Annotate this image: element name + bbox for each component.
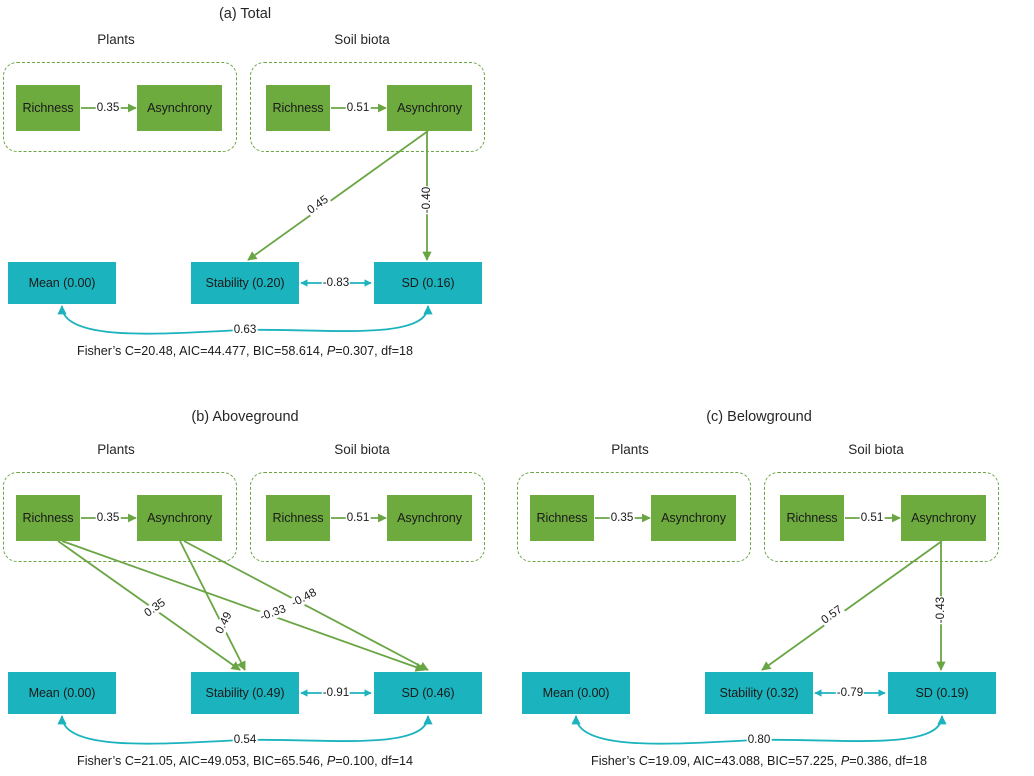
panel-b-plants-group: [3, 472, 237, 562]
panel-c-soil-richness[interactable]: Richness: [780, 495, 844, 541]
panel-c-fit-caption: Fisher’s C=19.09, AIC=43.088, BIC=57.225…: [591, 754, 927, 768]
panel-b-fit-caption: Fisher’s C=21.05, AIC=49.053, BIC=65.546…: [77, 754, 413, 768]
panel-c-edge-label-stability-sd: -0.79: [835, 686, 865, 700]
panel-c-edge-label-asyn-sd: -0.43: [934, 595, 948, 625]
panel-a-title: (a) Total: [218, 6, 272, 22]
panel-a-soil-asynchrony[interactable]: Asynchrony: [387, 85, 472, 131]
panel-c-fit-pre: Fisher’s C=19.09, AIC=43.088, BIC=57.225…: [591, 754, 841, 768]
panel-b-edge-label-asyn-stability: 0.49: [212, 609, 235, 637]
panel-c-edge-label-mean-sd: 0.80: [746, 733, 772, 747]
panel-c-title: (c) Belowground: [706, 409, 812, 425]
panel-b-soil-group: [250, 472, 485, 562]
panel-a-stability[interactable]: Stability (0.20): [191, 262, 299, 304]
panel-a-sd[interactable]: SD (0.16): [374, 262, 482, 304]
panel-b-mean[interactable]: Mean (0.00): [8, 672, 116, 714]
panel-a-edge-label-asyn-sd: -0.40: [420, 185, 434, 215]
panel-b-fit-post: =0.100, df=14: [335, 754, 413, 768]
panel-b-soil-asynchrony[interactable]: Asynchrony: [387, 495, 472, 541]
panel-b-plants-richness[interactable]: Richness: [16, 495, 80, 541]
panel-c-sd[interactable]: SD (0.19): [888, 672, 996, 714]
panel-c-fit-post: =0.386, df=18: [849, 754, 927, 768]
panel-b-edge-label-rich-sd: -0.33: [257, 602, 289, 624]
panel-c-edge-label-plants: 0.35: [609, 511, 635, 525]
panel-c-edge-label-asyn-stability: 0.57: [818, 602, 846, 627]
panel-b-stability[interactable]: Stability (0.49): [191, 672, 299, 714]
panel-b-edge-label-asyn-sd: -0.48: [288, 585, 320, 610]
panel-a-edge-label-asyn-stability: 0.45: [304, 192, 332, 217]
panel-b-soil-label: Soil biota: [334, 442, 390, 457]
panel-c-soil-asynchrony[interactable]: Asynchrony: [901, 495, 986, 541]
panel-c-soil-label: Soil biota: [848, 442, 904, 457]
panel-a-plants-asynchrony[interactable]: Asynchrony: [137, 85, 222, 131]
panel-b-edge-label-plants: 0.35: [95, 511, 121, 525]
panel-c-mean[interactable]: Mean (0.00): [522, 672, 630, 714]
panel-b-fit-p-symbol: P: [326, 754, 336, 768]
panel-c-plants-asynchrony[interactable]: Asynchrony: [651, 495, 736, 541]
panel-b-edge-label-stability-sd: -0.91: [321, 686, 351, 700]
panel-b-plants-asynchrony[interactable]: Asynchrony: [137, 495, 222, 541]
panel-c-plants-label: Plants: [611, 442, 649, 457]
panel-a-edge-label-plants: 0.35: [95, 101, 121, 115]
panel-a-edge-label-mean-sd: 0.63: [232, 323, 258, 337]
panel-b-edge-label-rich-stability: 0.35: [141, 595, 169, 620]
panel-a-plants-label: Plants: [97, 32, 135, 47]
panel-a-soil-richness[interactable]: Richness: [266, 85, 330, 131]
panel-a-plants-richness[interactable]: Richness: [16, 85, 80, 131]
panel-c-plants-richness[interactable]: Richness: [530, 495, 594, 541]
panel-b-soil-richness[interactable]: Richness: [266, 495, 330, 541]
panel-a-fit-p-symbol: P: [326, 344, 336, 358]
panel-c-soil-group: [764, 472, 999, 562]
panel-a-soil-label: Soil biota: [334, 32, 390, 47]
panel-c-fit-p-symbol: P: [840, 754, 850, 768]
panel-c-plants-group: [517, 472, 751, 562]
panel-c-stability[interactable]: Stability (0.32): [705, 672, 813, 714]
panel-c-edge-label-soil: 0.51: [859, 511, 885, 525]
panel-a-edge-label-stability-sd: -0.83: [321, 276, 351, 290]
panel-a-edge-label-soil: 0.51: [345, 101, 371, 115]
panel-a-fit-caption: Fisher’s C=20.48, AIC=44.477, BIC=58.614…: [77, 344, 413, 358]
panel-b-fit-pre: Fisher’s C=21.05, AIC=49.053, BIC=65.546…: [77, 754, 327, 768]
panel-a-fit-post: =0.307, df=18: [335, 344, 413, 358]
panel-b-edge-label-soil: 0.51: [345, 511, 371, 525]
panel-b-edge-label-mean-sd: 0.54: [232, 733, 258, 747]
panel-b-plants-label: Plants: [97, 442, 135, 457]
panel-a-fit-pre: Fisher’s C=20.48, AIC=44.477, BIC=58.614…: [77, 344, 327, 358]
panel-a-mean[interactable]: Mean (0.00): [8, 262, 116, 304]
panel-a-soil-group: [250, 62, 485, 152]
panel-b-sd[interactable]: SD (0.46): [374, 672, 482, 714]
panel-b-title: (b) Aboveground: [191, 409, 299, 425]
panel-a-plants-group: [3, 62, 237, 152]
